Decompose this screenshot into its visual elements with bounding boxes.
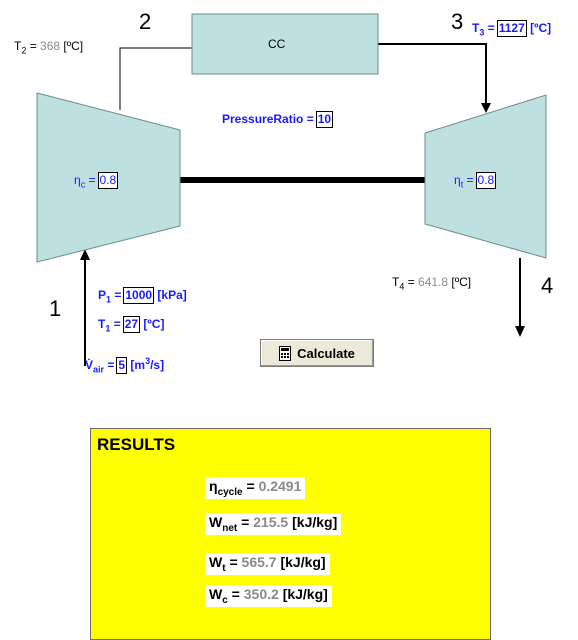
air-flow-input[interactable]: 5: [116, 357, 128, 374]
t4-readout: T4 = 641.8 [ºC]: [392, 275, 472, 292]
t2-value: 368: [40, 39, 61, 53]
results-title: RESULTS: [97, 435, 176, 454]
result-compressor-work-value: 350.2: [243, 586, 279, 602]
calculate-button-label: Calculate: [297, 345, 355, 361]
t2-readout: T2 = 368 [ºC]: [14, 39, 84, 56]
arrow-into-compressor: [80, 249, 90, 260]
arrow-into-turbine: [481, 103, 491, 113]
pressure-ratio-field-group: PressureRatio =10: [222, 111, 334, 128]
air-flow-field-group: V̇air =5 [m3/s]: [85, 356, 165, 375]
pressure-ratio-input[interactable]: 10: [315, 111, 334, 128]
result-net-work-value: 215.5: [253, 514, 289, 530]
arrow-exhaust: [515, 326, 525, 337]
turbine-efficiency-input[interactable]: 0.8: [475, 172, 497, 189]
results-panel: RESULTS ηcycle = 0.2491 Wnet = 215.5 [kJ…: [90, 428, 491, 640]
station-2-label: 2: [139, 9, 152, 34]
t1-input[interactable]: 27: [122, 316, 141, 333]
station-3-label: 3: [451, 9, 464, 34]
station-1-label: 1: [49, 296, 62, 321]
t1-field-group: T1 =27 [ºC]: [98, 316, 165, 334]
shaft: [180, 177, 426, 183]
p1-input[interactable]: 1000: [123, 287, 155, 304]
calculator-icon: [279, 345, 292, 361]
p1-field-group: P1 =1000 [kPa]: [98, 287, 187, 305]
result-turbine-work-value: 565.7: [241, 554, 277, 570]
combustion-chamber: [191, 13, 379, 75]
combustion-chamber-label: CC: [268, 37, 286, 51]
result-cycle-efficiency-value: 0.2491: [258, 478, 302, 494]
station-4-label: 4: [541, 273, 554, 298]
t3-field-group: T3 =1127 [ºC]: [472, 20, 552, 38]
result-turbine-work: Wt = 565.7 [kJ/kg]: [205, 553, 330, 575]
compressor-efficiency-field-group: ηc =0.8: [74, 172, 119, 190]
flow-line-compressor-to-cc: [119, 47, 192, 110]
calculate-button[interactable]: Calculate: [260, 339, 374, 367]
result-cycle-efficiency: ηcycle = 0.2491: [205, 477, 306, 499]
t4-value: 641.8: [418, 275, 449, 289]
compressor-efficiency-input[interactable]: 0.8: [97, 172, 119, 189]
result-compressor-work: Wc = 350.2 [kJ/kg]: [205, 585, 332, 607]
result-net-work: Wnet = 215.5 [kJ/kg]: [205, 513, 342, 535]
flow-line-cc-to-turbine: [378, 43, 487, 106]
t3-input[interactable]: 1127: [496, 20, 527, 37]
turbine-efficiency-field-group: ηt =0.8: [454, 172, 497, 190]
